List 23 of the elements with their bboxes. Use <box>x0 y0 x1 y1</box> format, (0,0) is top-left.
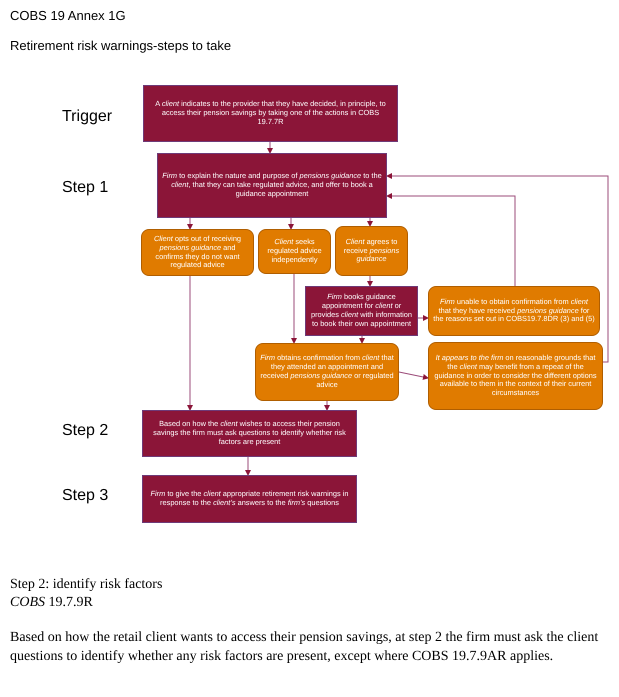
step-label: Step 3 <box>62 488 108 504</box>
rule-reference: COBS 19.7.9R <box>10 594 93 612</box>
arrow <box>386 193 516 286</box>
step-label: Step 2 <box>62 423 108 439</box>
section-heading: Step 2: identify risk factors <box>10 576 162 594</box>
paragraph: Based on how the retail client wants to access their pension savings, at step 2 the firm must ask the client questions to identify whether any risk factors are present, except where COBS 19.7.9AR applies. <box>10 629 600 666</box>
arrow <box>386 173 608 362</box>
arrow <box>418 315 429 321</box>
arrow <box>367 276 373 287</box>
arrow <box>245 456 251 476</box>
arrow <box>291 274 297 344</box>
arrow <box>398 372 429 380</box>
arrow <box>288 218 294 230</box>
step-label: Trigger <box>62 109 112 125</box>
arrow <box>267 142 273 154</box>
step-label: Step 1 <box>62 180 108 196</box>
arrow <box>187 218 193 230</box>
diagram-title: Retirement risk warnings-steps to take <box>10 37 232 55</box>
arrow <box>367 218 373 227</box>
annex-heading: COBS 19 Annex 1G <box>10 7 126 25</box>
arrow <box>359 336 365 344</box>
arrow <box>187 276 193 411</box>
arrow <box>324 400 330 411</box>
